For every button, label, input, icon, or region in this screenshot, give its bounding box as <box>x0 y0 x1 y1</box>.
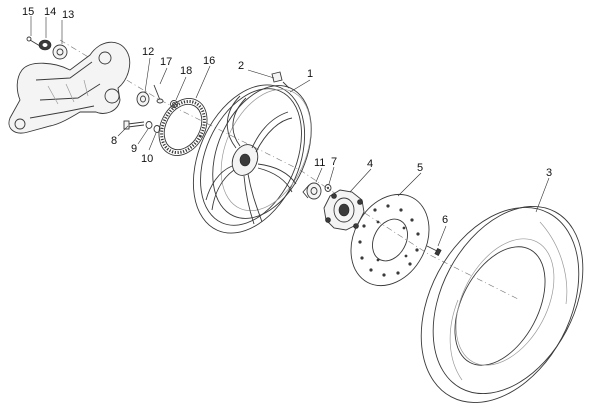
callout-7: 7 <box>331 156 337 168</box>
callout-9: 9 <box>131 143 137 155</box>
callout-4: 4 <box>367 158 373 170</box>
part-8-bolt <box>123 120 145 130</box>
callout-8: 8 <box>111 135 117 147</box>
callout-5: 5 <box>417 162 423 174</box>
part-10-washer <box>153 125 161 133</box>
part-1-wheel-rim <box>192 81 312 234</box>
part-16-tone-ring <box>158 98 208 156</box>
leader-lines <box>30 16 550 247</box>
part-17-bolt <box>153 84 164 104</box>
callout-18: 18 <box>180 65 192 77</box>
part-2-valve <box>271 71 283 83</box>
part-9-washer <box>145 121 153 129</box>
part-4-disc-carrier <box>323 189 365 231</box>
part-6-disc-bolt <box>426 245 442 256</box>
swing-arm-bracket <box>8 41 131 134</box>
callout-16: 16 <box>203 55 215 67</box>
callout-11: 11 <box>314 157 325 169</box>
callout-6: 6 <box>442 214 448 226</box>
part-7-washer <box>324 184 332 192</box>
part-15-screw <box>26 36 41 47</box>
callout-1: 1 <box>307 68 313 80</box>
part-18-washer <box>170 100 178 108</box>
callout-13: 13 <box>62 9 74 21</box>
part-13-bushing <box>52 44 68 60</box>
callout-14: 14 <box>44 6 56 18</box>
callout-3: 3 <box>546 167 552 179</box>
callout-15: 15 <box>22 6 34 18</box>
part-5-brake-disc <box>350 193 430 287</box>
assembly-axis <box>59 39 521 301</box>
callout-12: 12 <box>142 46 154 58</box>
part-14-nut <box>38 39 52 51</box>
part-11-spacer <box>302 182 322 200</box>
part-3-tyre <box>420 205 584 403</box>
part-12-spacer <box>136 91 150 107</box>
callout-17: 17 <box>160 56 172 68</box>
callout-2: 2 <box>238 60 244 72</box>
callout-10: 10 <box>141 153 153 165</box>
